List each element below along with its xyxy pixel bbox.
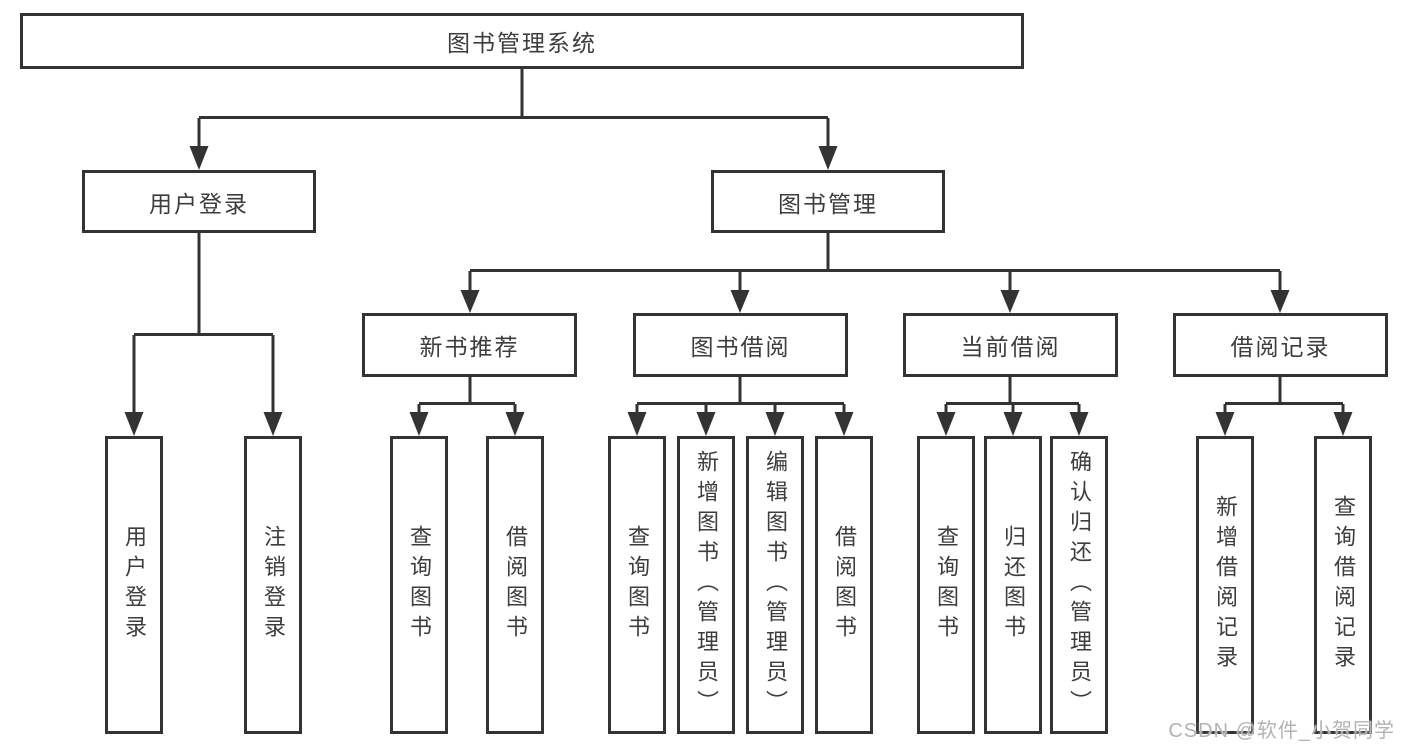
leaf-query-books-recommend: 查询图书 (390, 436, 448, 734)
leaf-edit-books-admin: 编辑图书（管理员） (746, 436, 804, 734)
leaf-borrow-books-recommend: 借阅图书 (486, 436, 544, 734)
node-new-book-recommend: 新书推荐 (362, 313, 577, 377)
node-library-management-system: 图书管理系统 (20, 13, 1024, 69)
node-book-management: 图书管理 (711, 170, 945, 233)
leaf-query-borrow-record: 查询借阅记录 (1314, 436, 1372, 734)
leaf-add-borrow-record: 新增借阅记录 (1196, 436, 1254, 734)
leaf-logout: 注销登录 (244, 436, 302, 734)
leaf-return-books: 归还图书 (984, 436, 1042, 734)
leaf-add-books-admin: 新增图书（管理员） (677, 436, 735, 734)
leaf-user-login: 用户登录 (105, 436, 163, 734)
leaf-confirm-return-admin: 确认归还（管理员） (1050, 436, 1108, 734)
leaf-query-books-current: 查询图书 (917, 436, 975, 734)
leaf-query-books-borrow: 查询图书 (608, 436, 666, 734)
csdn-watermark: CSDN @软件_小贺同学 (1168, 720, 1395, 742)
node-user-login: 用户登录 (82, 170, 316, 233)
node-borrow-records: 借阅记录 (1173, 313, 1388, 377)
leaf-borrow-books: 借阅图书 (815, 436, 873, 734)
node-book-borrow: 图书借阅 (633, 313, 848, 377)
node-current-borrow: 当前借阅 (903, 313, 1118, 377)
